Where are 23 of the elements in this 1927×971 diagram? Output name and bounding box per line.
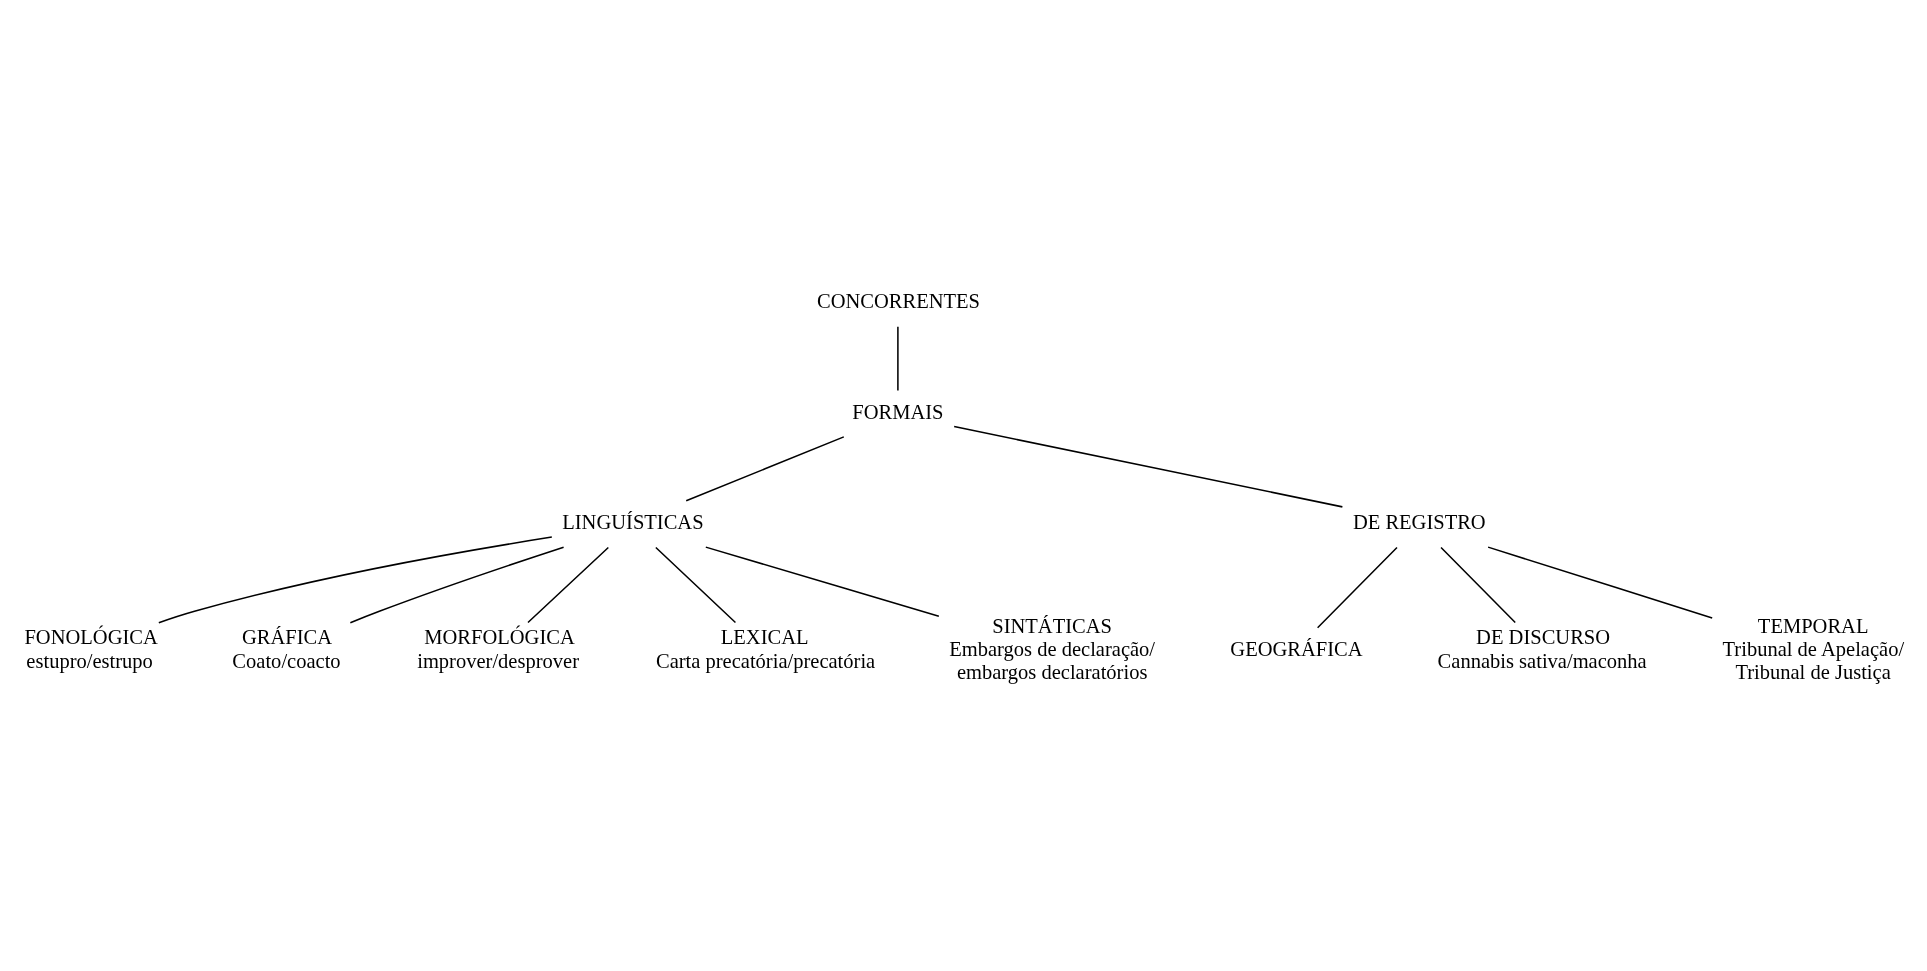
node-text: GEOGRÁFICA <box>1229 637 1363 660</box>
node-text: LINGUÍSTICAS <box>561 510 704 533</box>
node-text: FORMAIS <box>851 400 944 423</box>
connector <box>1316 546 1398 629</box>
node-text: GRÁFICA Coato/coacto <box>231 626 341 672</box>
node-text: TEMPORAL Tribunal de Apelação/ Tribunal de Justiça <box>1722 614 1904 684</box>
connector <box>1486 546 1713 619</box>
node-text: SINTÁTICAS Embargos de declaração/ embargos declaratórios <box>948 614 1155 684</box>
connector <box>349 546 564 624</box>
node-text: DE DISCURSO Cannabis sativa/maconha <box>1437 626 1647 672</box>
node-text: DE REGISTRO <box>1352 510 1486 533</box>
node-text: CONCORRENTES <box>816 290 980 313</box>
node-text: FONOLÓGICA estupro/estrupo <box>23 626 158 672</box>
connector <box>1439 546 1516 624</box>
connector <box>684 436 845 502</box>
node-text: MORFOLÓGICA improver/desprover <box>416 626 579 672</box>
node-text: LEXICAL Carta precatória/precatória <box>655 626 875 672</box>
connector <box>704 546 940 617</box>
connector <box>896 326 899 392</box>
connector <box>157 536 553 624</box>
connector <box>526 546 609 624</box>
connector <box>952 425 1343 508</box>
connector <box>654 546 736 624</box>
